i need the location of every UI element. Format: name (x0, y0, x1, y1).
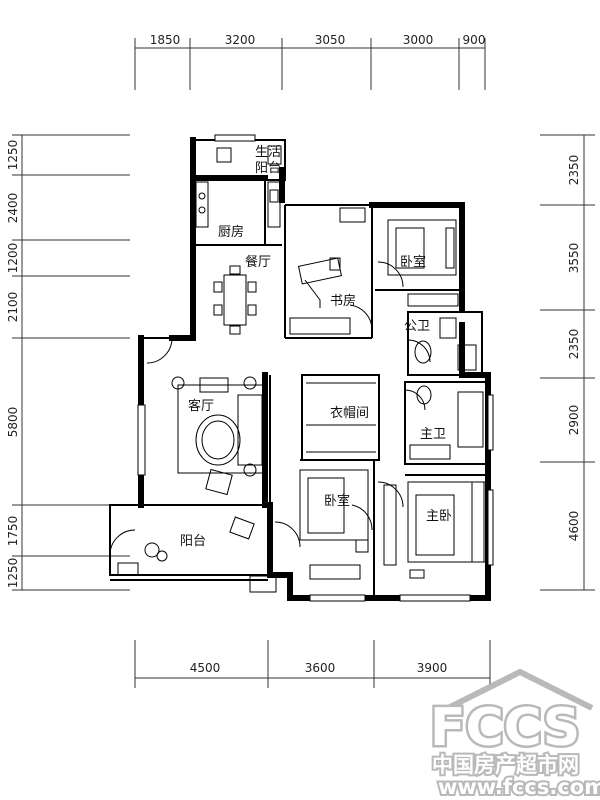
room-label-public-bath: 公卫 (404, 319, 430, 334)
furniture (117, 145, 487, 593)
watermark-site-name: 中国房产超市网 (432, 753, 579, 777)
dim-right-5: 4600 (567, 511, 581, 542)
dim-top-2: 3200 (225, 33, 256, 47)
dim-left-5: 5800 (6, 407, 20, 438)
dim-left-7: 1250 (6, 558, 20, 589)
room-label-laundry-balcony-1: 生活 (255, 145, 281, 160)
room-label-balcony: 阳台 (180, 534, 206, 549)
room-label-master-bedroom: 主卧 (426, 509, 452, 524)
dim-left-1: 1250 (6, 140, 20, 171)
dim-right-3: 2350 (567, 329, 581, 360)
dim-right-2: 3550 (567, 243, 581, 274)
dim-left-4: 2100 (6, 292, 20, 323)
dim-bottom-3: 3900 (417, 661, 448, 675)
dim-left-2: 2400 (6, 193, 20, 224)
dim-top-1: 1850 (150, 33, 181, 47)
dim-top-5: 900 (463, 33, 486, 47)
room-label-living: 客厅 (188, 398, 214, 414)
windows (137, 134, 494, 602)
outer-walls (138, 137, 491, 601)
door-swings (109, 261, 431, 556)
dim-top-4: 3000 (403, 33, 434, 47)
room-label-kitchen: 厨房 (218, 224, 244, 240)
dim-top-3: 3050 (315, 33, 346, 47)
watermark-url: www.fccs.com (438, 775, 600, 799)
dim-right-4: 2900 (567, 405, 581, 436)
dim-left-6: 1750 (6, 516, 20, 547)
dim-right-1: 2350 (567, 155, 581, 186)
dim-left-3: 1200 (6, 243, 20, 274)
room-label-bedroom-ne: 卧室 (400, 254, 426, 270)
room-label-closet: 衣帽间 (330, 405, 369, 421)
room-label-study: 书房 (330, 293, 356, 309)
room-label-bedroom-s: 卧室 (324, 493, 350, 509)
dimension-lines (12, 38, 595, 688)
dim-bottom-1: 4500 (190, 661, 221, 675)
room-label-dining: 餐厅 (245, 254, 271, 270)
watermark-logo: FCCS 中国房产超市网 www.fccs.com (428, 668, 600, 800)
dim-bottom-2: 3600 (305, 661, 336, 675)
inner-walls (109, 139, 489, 598)
room-label-master-bath: 主卫 (420, 427, 446, 442)
room-label-laundry-balcony-2: 阳台 (255, 161, 281, 176)
watermark-logo-text: FCCS (430, 698, 580, 758)
